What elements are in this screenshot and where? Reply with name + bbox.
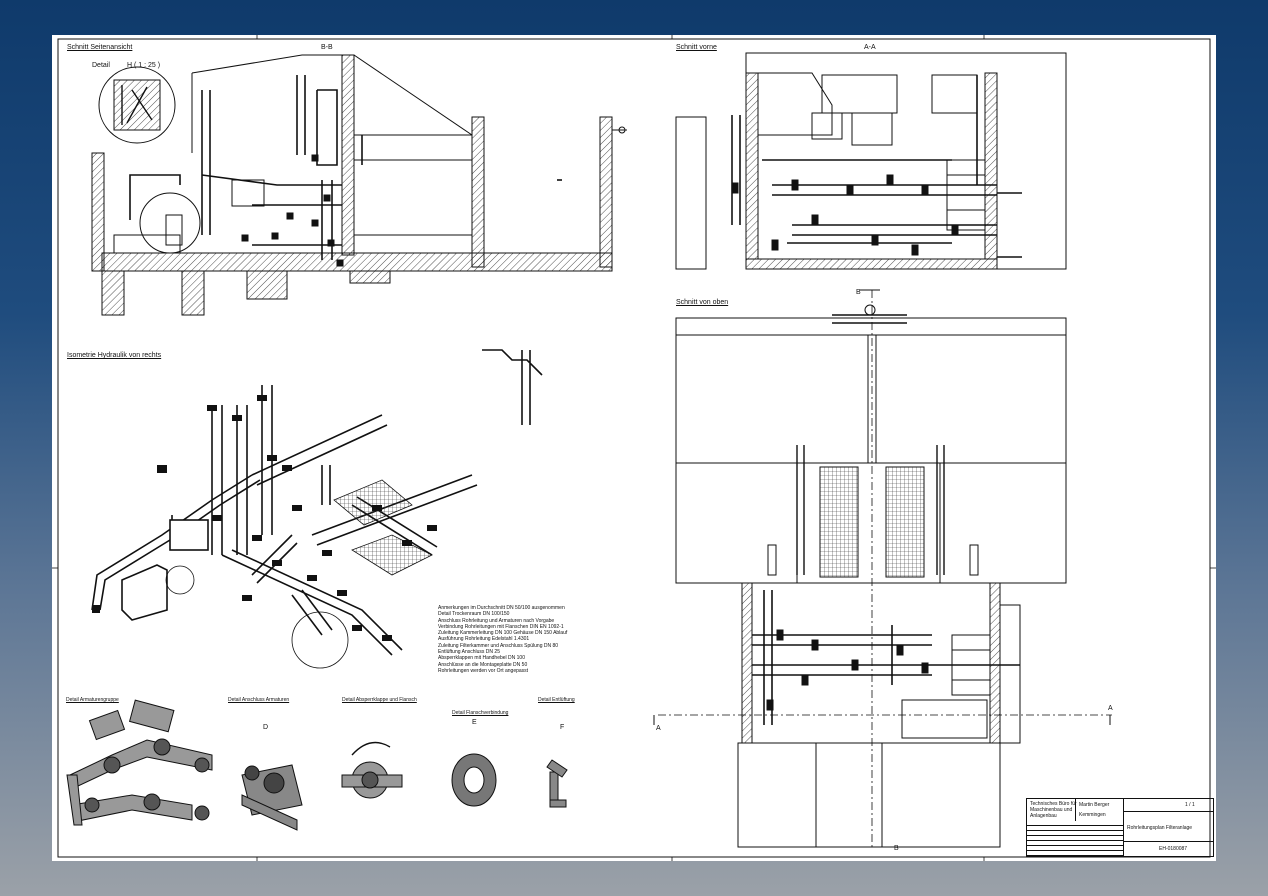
detail-views [66, 699, 568, 831]
note-line: Verbindung Rohrleitungen mit Flanschen D… [438, 623, 564, 630]
note-line: Anmerkungen im Durchschnitt DN 50/100 au… [438, 605, 565, 611]
side-section-mark: B-B [321, 44, 333, 51]
note-line: Detail Trockenraum DN 100/150 [438, 611, 510, 618]
note-line: Rohrleitungen werden vor Ort angepasst [438, 667, 529, 674]
sheet-number: 1 / 1 [1185, 802, 1195, 808]
note-line: Anschlüsse an die Montageplatte DN 50 [438, 661, 528, 668]
drawing-notes: Anmerkungen im Durchschnitt DN 50/100 au… [438, 605, 567, 674]
detail-valves-title: Detail Armaturengruppe [66, 697, 119, 703]
cut-mark-a-right: A [1108, 705, 1113, 712]
detail-f-title: Detail Entlüftung [538, 697, 575, 703]
cut-mark-b-bottom: B [894, 845, 899, 852]
note-line: Anschluss Rohrleitung und Armaturen nach… [438, 617, 555, 624]
detail-h-ref: H ( 1 : 25 ) [127, 62, 161, 69]
side-section-view [91, 54, 627, 316]
side-section-title: Schnitt Seitenansicht [67, 44, 133, 51]
detail-d-letter: D [263, 724, 269, 731]
detail-f-letter: F [560, 724, 565, 731]
title-block: Technisches Büro für Maschinenbau und An… [1026, 798, 1214, 857]
drawing-title: Rohrleitungsplan Filteranlage [1127, 825, 1193, 831]
detail-e-letter: E [472, 719, 477, 726]
company-line: Maschinenbau und [1030, 807, 1073, 813]
technical-drawing [52, 35, 1216, 861]
isometric-view [91, 349, 543, 669]
note-line: Entlüftung Anschluss DN 25 [438, 649, 500, 656]
front-section-mark: A-A [864, 44, 876, 51]
note-line: Zuleitung Filterkammer und Anschluss Spü… [438, 642, 559, 649]
detail-d-title: Detail Anschluss Armaturen [228, 697, 290, 703]
sheet-border [57, 38, 1211, 858]
cut-mark-b-top: B [856, 289, 861, 296]
drawn-by: Martin Berger [1079, 802, 1110, 808]
detail-e-title: Detail Flanschverbindung [452, 710, 509, 716]
detail-label: Detail [92, 62, 110, 69]
detail-butterfly-title: Detail Absperrklappe und Flansch [342, 697, 417, 703]
front-section-view [675, 52, 1067, 270]
note-line: Ausführung Rohrleitung Edelstahl 1.4301 [438, 636, 530, 643]
location: Kemmingen [1079, 812, 1106, 818]
company-line: Technisches Büro für [1030, 801, 1077, 807]
drawing-sheet: Schnitt Seitenansicht B-B Detail H ( 1 :… [52, 35, 1216, 861]
note-line: Absperrklappen mit Handhebel DN 100 [438, 655, 525, 662]
front-section-title: Schnitt vorne [676, 44, 717, 51]
top-section-title: Schnitt von oben [676, 299, 729, 306]
note-line: Zuleitung Kammerleitung DN 100 Gehäuse D… [438, 630, 568, 637]
detail-h-circle [98, 66, 176, 144]
top-section-view [653, 289, 1112, 848]
isometric-title: Isometrie Hydraulik von rechts [67, 352, 162, 359]
cut-mark-a-left: A [656, 725, 661, 732]
company-line: Anlagenbau [1030, 813, 1057, 819]
drawing-number: EH-0180087 [1159, 846, 1188, 852]
